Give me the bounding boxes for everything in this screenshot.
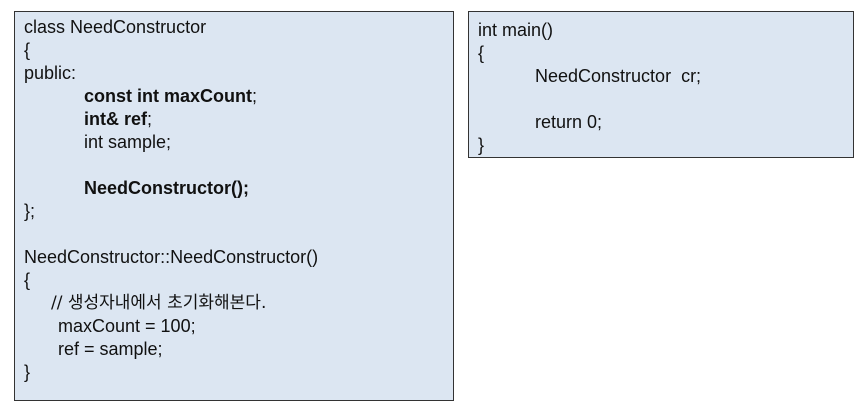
- code-line-ctor-definition: NeedConstructor::NeedConstructor(): [24, 247, 319, 267]
- blank-line: [24, 154, 453, 177]
- code-line-return: return 0;: [535, 112, 603, 132]
- blank-line: [24, 223, 453, 246]
- const-member-semicolon: ;: [252, 86, 258, 106]
- code-line-object-declaration: NeedConstructor cr;: [535, 66, 702, 86]
- blank-line: [478, 88, 853, 111]
- code-line-main-close-brace: }: [478, 135, 485, 155]
- code-line-comment: // 생성자내에서 초기화해본다.: [51, 293, 267, 313]
- code-line-const-member: const int maxCount;: [24, 85, 453, 108]
- code-line-public: public:: [24, 63, 77, 83]
- const-member-text: const int maxCount: [84, 86, 253, 106]
- main-function-code-block: int main() { NeedConstructor cr; return …: [468, 11, 854, 158]
- code-line-main-open-brace: {: [478, 43, 485, 63]
- code-line-class-header: class NeedConstructor: [24, 17, 207, 37]
- code-line-ctor-declaration: NeedConstructor();: [84, 178, 249, 198]
- code-line-assign-maxcount: maxCount = 100;: [58, 316, 196, 336]
- code-line-class-end: };: [24, 201, 36, 221]
- code-line-assign-ref: ref = sample;: [58, 339, 163, 359]
- code-line-ctor-close-brace: }: [24, 362, 31, 382]
- code-line-sample-member: int sample;: [84, 132, 172, 152]
- class-definition-code-block: class NeedConstructor { public: const in…: [14, 11, 454, 401]
- code-line-open-brace: {: [24, 40, 31, 60]
- ref-member-text: int& ref: [84, 109, 147, 129]
- code-line-ref-member: int& ref;: [24, 108, 453, 131]
- code-line-ctor-open-brace: {: [24, 270, 31, 290]
- ref-member-semicolon: ;: [147, 109, 153, 129]
- code-line-main-header: int main(): [478, 20, 554, 40]
